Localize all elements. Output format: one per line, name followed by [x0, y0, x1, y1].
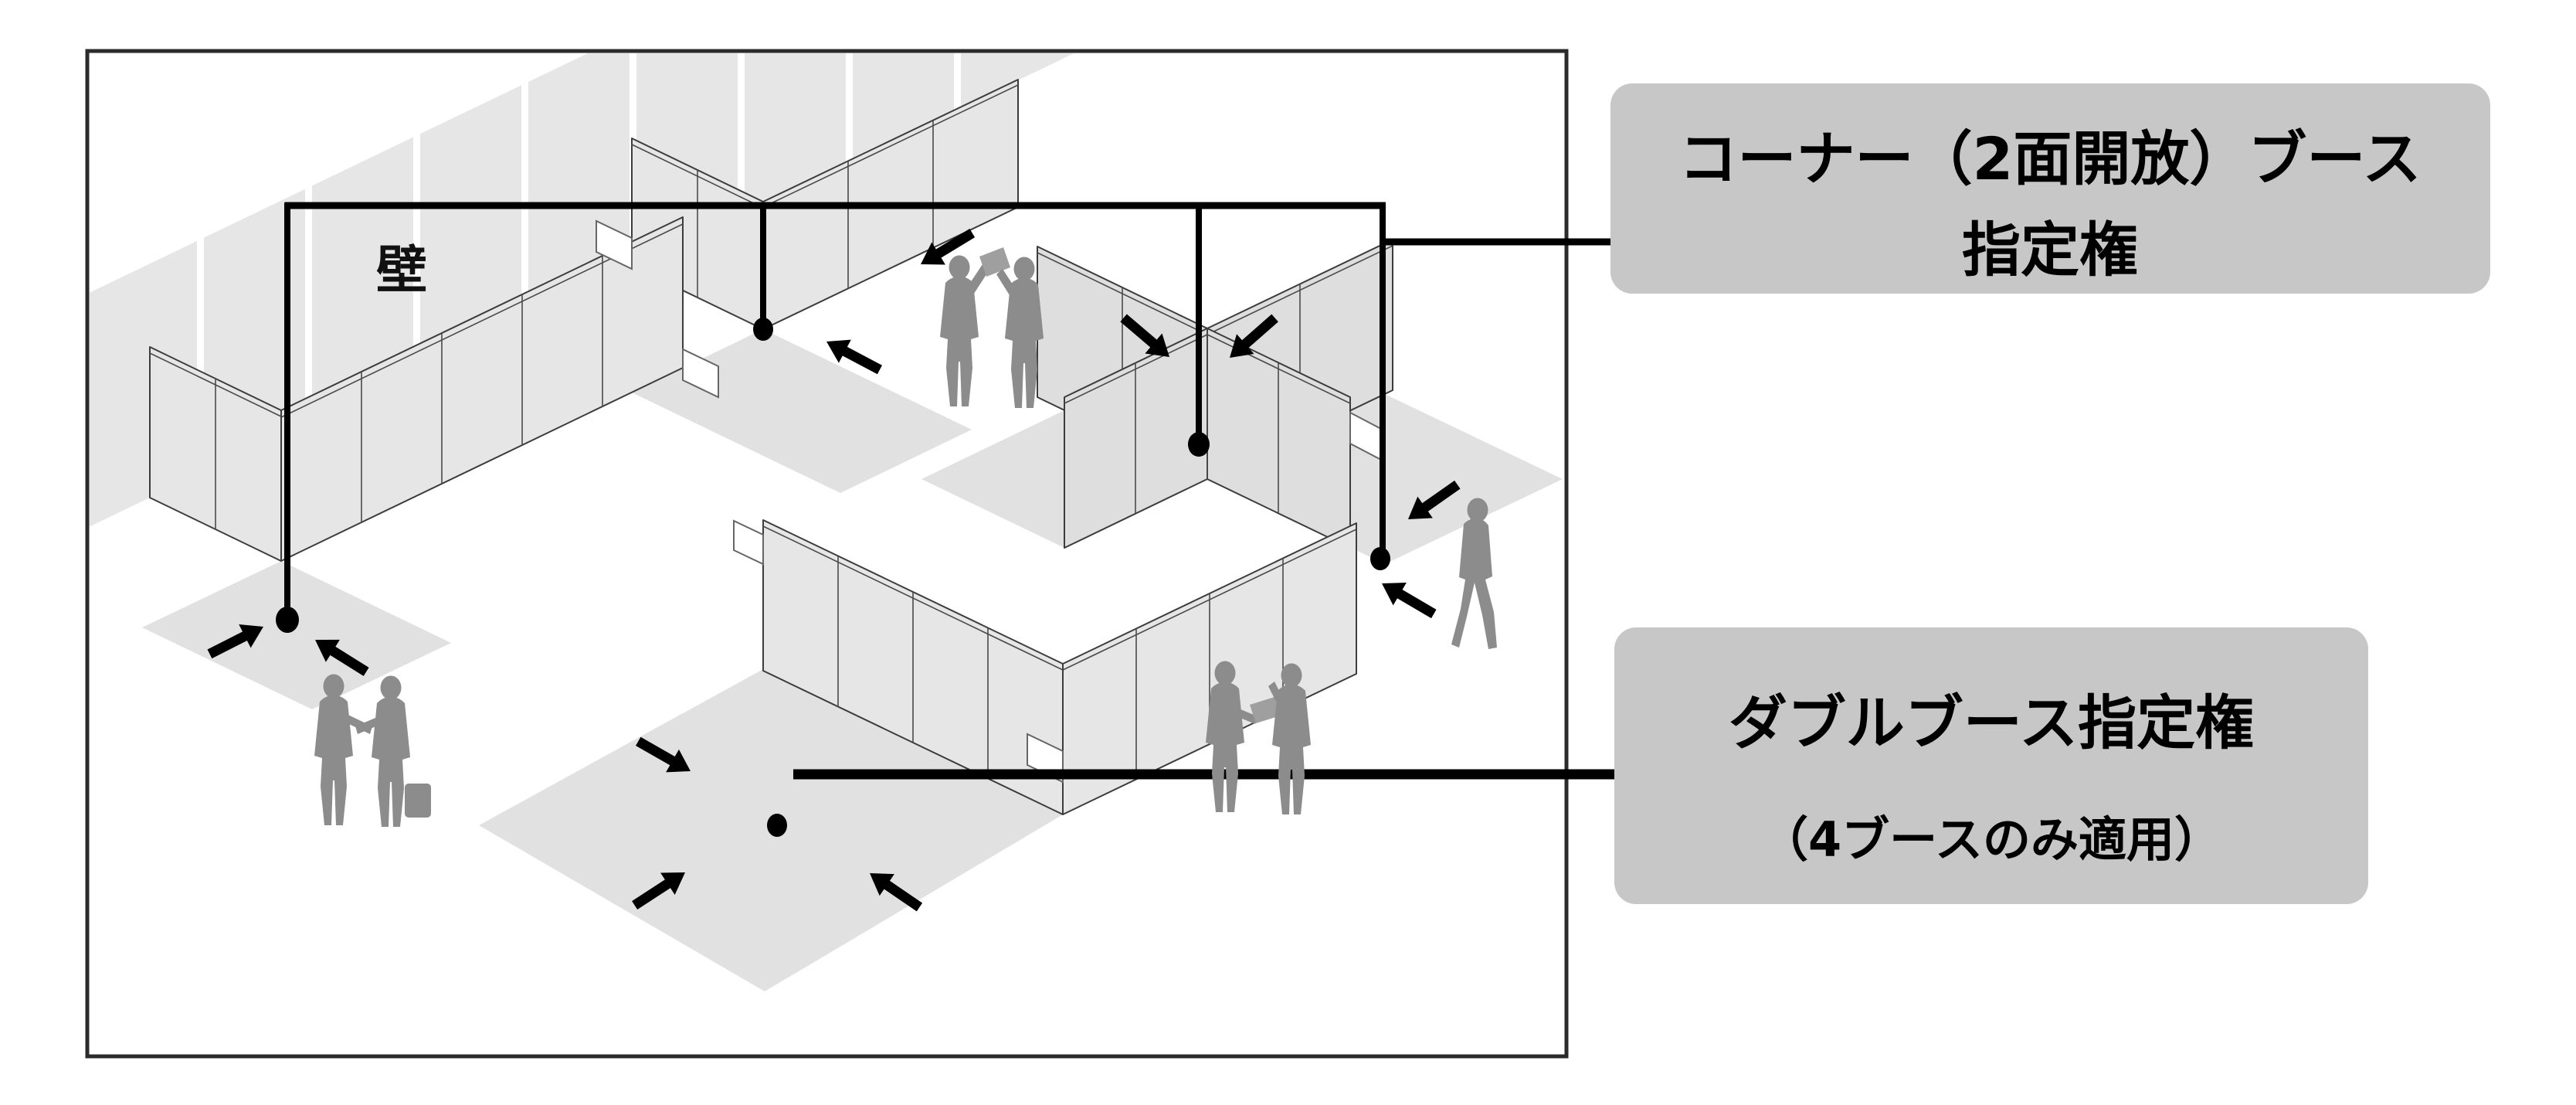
booth-dot — [753, 318, 773, 341]
label-box-double-line2: （4ブースのみ適用） — [1760, 811, 2222, 868]
label-box-corner-bg — [1610, 83, 2490, 294]
people — [314, 247, 1497, 827]
label-box-corner-line2: 指定権 — [1962, 216, 2138, 284]
booth-dot — [276, 607, 299, 633]
people-pair-bottom — [1206, 661, 1311, 814]
booth-dot — [767, 814, 787, 837]
label-box-double-line1: ダブルブース指定権 — [1729, 688, 2254, 757]
label-box-corner: コーナー（2面開放）ブース 指定権 — [1610, 83, 2490, 294]
booth-double — [762, 519, 1357, 815]
wall-label: 壁 — [376, 240, 427, 300]
label-box-double-bg — [1614, 627, 2368, 904]
floor-corner-booth — [142, 561, 451, 709]
callout-corner-booth — [284, 202, 1614, 608]
booth-signs — [596, 219, 1383, 784]
booth-dot — [1188, 432, 1210, 457]
people-pair-top — [940, 247, 1044, 408]
label-box-double: ダブルブース指定権 （4ブースのみ適用） — [1614, 627, 2368, 904]
booth-cross-cluster — [1037, 239, 1393, 549]
people-pair-left — [314, 674, 431, 827]
booth-dot — [1370, 547, 1390, 570]
label-box-corner-line1: コーナー（2面開放）ブース — [1678, 124, 2421, 193]
booth-dot-markers — [276, 318, 1390, 837]
